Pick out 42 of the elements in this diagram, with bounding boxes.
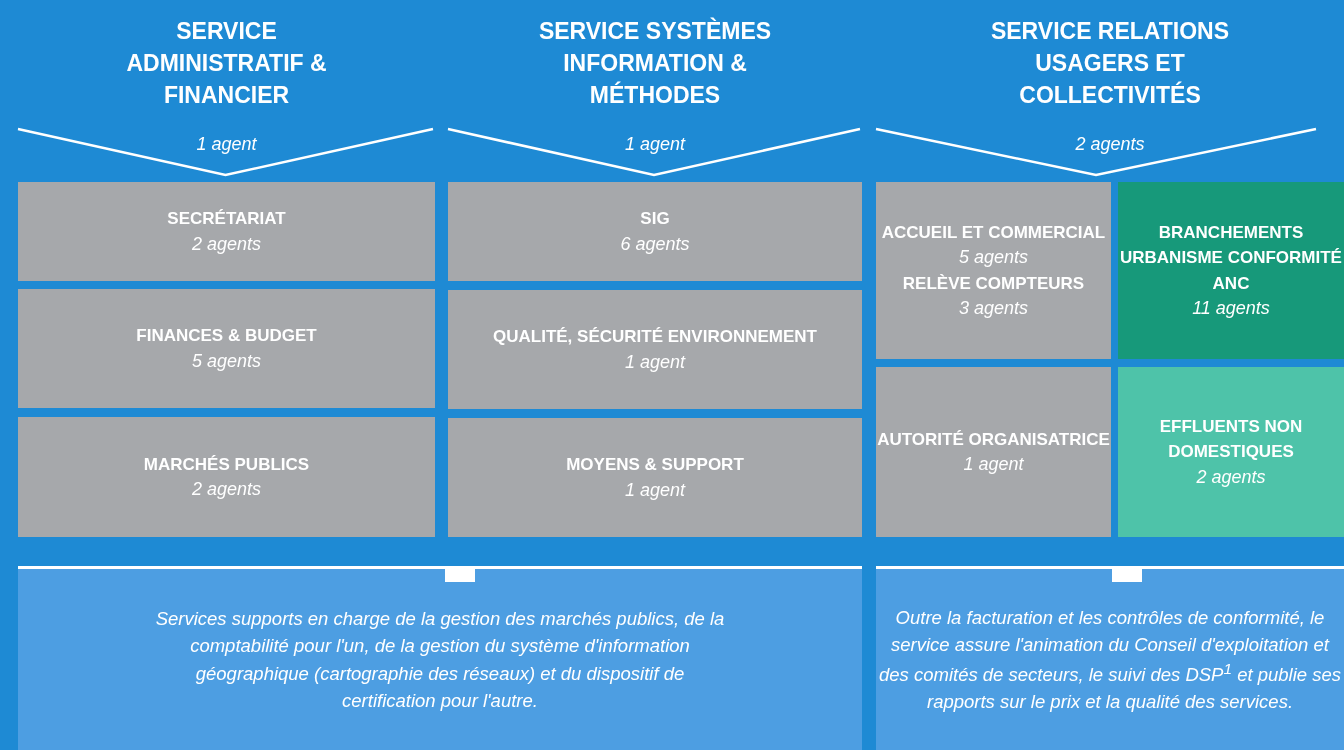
unit-box [18,289,435,408]
agent-count: 5 agents [191,349,262,373]
unit-box [876,367,1111,537]
agent-count: 5 agents [958,246,1029,270]
unit-name: AUTORITÉ ORGANISATRICE [877,428,1110,451]
description-panel [876,566,1344,750]
agent-count: 2 agents [191,232,262,256]
unit-name: FINANCES & BUDGET [136,325,317,348]
description-text: Services supports en charge de la gestion des marchés publics, de la comptabilité pour l'un, de la gestion du système d'information géographique (cartographie des réseaux) et du dispositif de certification pour l'autre. [154,607,726,713]
unit-name: ACCUEIL ET COMMERCIAL [881,221,1106,244]
service-title: SERVICE RELATIONS USAGERS ET COLLECTIVITÉS [989,17,1231,111]
unit-box [448,418,862,537]
unit-name: SECRÉTARIAT [167,208,286,231]
unit-name: QUALITÉ, SÉCURITÉ ENVIRONNEMENT [493,326,817,349]
unit-box [1118,367,1344,537]
agent-count: 3 agents [958,297,1029,320]
unit-name: EFFLUENTS NON DOMESTIQUES [1158,415,1304,464]
description-panel [18,566,862,750]
unit-box [448,290,862,409]
agent-count: 11 agents [1192,297,1270,321]
unit-name: MARCHÉS PUBLICS [143,453,310,476]
agent-count: 6 agents [620,232,690,256]
service-title: SERVICE ADMINISTRATIF & FINANCIER [125,17,328,111]
agent-count: 1 agent [196,132,257,156]
unit-box [1118,182,1344,359]
service-title: SERVICE SYSTÈMES INFORMATION & MÉTHODES [537,16,773,111]
unit-name: SIG [640,208,670,231]
unit-name: RELÈVE COMPTEURS [902,272,1085,295]
agent-count: 2 agents [1075,132,1145,156]
unit-box [876,182,1111,359]
unit-box [18,182,435,281]
agent-count: 2 agents [191,478,262,502]
unit-box [18,417,435,537]
agent-count: 2 agents [1196,465,1266,489]
agent-count: 1 agent [624,478,686,502]
unit-name: BRANCHEMENTS URBANISME CONFORMITÉ ANC [1119,221,1343,295]
agent-count: 1 agent [624,132,686,156]
unit-box [448,182,862,281]
agent-count: 1 agent [624,350,686,374]
unit-name: MOYENS & SUPPORT [566,454,744,477]
description-text: Outre la facturation et les contrôles de conformité, le service assure l'animation du Conseil d'exploitation et des comités de secteurs, le suivi des DSP$^{1}$ et publie ses rapports sur le prix et la qualité des services. [877,605,1343,715]
agent-count: 1 agent [963,453,1024,477]
